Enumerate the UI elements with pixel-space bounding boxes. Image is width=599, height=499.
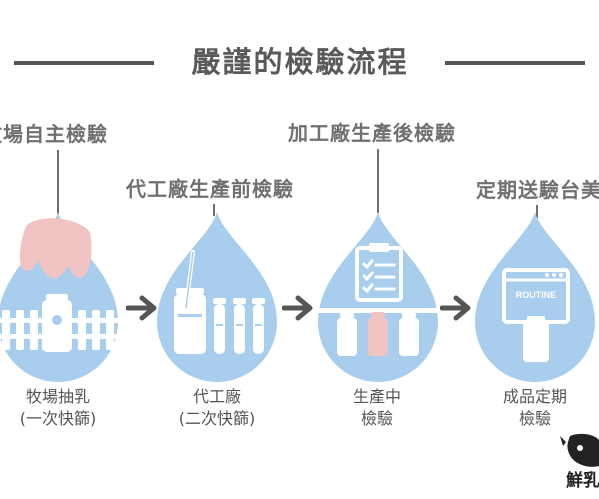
stage-3-caption-line1: 生產中 [352, 387, 401, 406]
cow-logo-icon [560, 433, 599, 467]
stage-1-label: 牧場自主檢驗 [0, 122, 108, 146]
stage-3-caption-line2: 檢驗 [360, 409, 393, 428]
title-right-rule [445, 61, 585, 65]
title-left-rule [14, 61, 154, 65]
stage-1-caption-line2: (一次快篩) [19, 409, 97, 428]
stage-4-label: 定期送驗台美 [476, 178, 599, 202]
stage-4-connector [536, 205, 538, 218]
stage-1-connector [57, 150, 59, 214]
stage-3-connector [377, 149, 379, 213]
stage-2-caption-line1: 代工廠 [192, 387, 241, 406]
stage-2-caption: 代工廠 (二次快篩) [152, 386, 282, 430]
routine-drop-icon: ROUTINE [475, 212, 595, 382]
stage-2-label: 代工廠生產前檢驗 [126, 177, 294, 201]
stage-1-caption: 牧場抽乳 (一次快篩) [0, 386, 123, 430]
page-title: 嚴謹的檢驗流程 [191, 45, 409, 79]
stage-4-caption: 成品定期 檢驗 [470, 386, 599, 430]
factory-drop-icon [157, 212, 277, 382]
arrow-right-icon [282, 295, 313, 321]
arrow-right-icon [126, 295, 157, 321]
routine-screen-text: ROUTINE [516, 290, 557, 300]
farm-drop-icon [0, 212, 118, 382]
stage-1-caption-line1: 牧場抽乳 [25, 387, 90, 406]
logo-text: 鮮乳 [566, 471, 599, 491]
arrow-right-icon [440, 295, 471, 321]
production-drop-icon [318, 212, 438, 382]
stage-3-caption: 生產中 檢驗 [312, 386, 442, 430]
stage-2-connector [213, 204, 215, 216]
stage-4-caption-line1: 成品定期 [502, 387, 567, 406]
stage-2-caption-line2: (二次快篩) [178, 409, 256, 428]
stage-4-caption-line2: 檢驗 [518, 409, 551, 428]
stage-3-label: 加工廠生產後檢驗 [288, 121, 456, 145]
title-row: 嚴謹的檢驗流程 [0, 40, 599, 84]
